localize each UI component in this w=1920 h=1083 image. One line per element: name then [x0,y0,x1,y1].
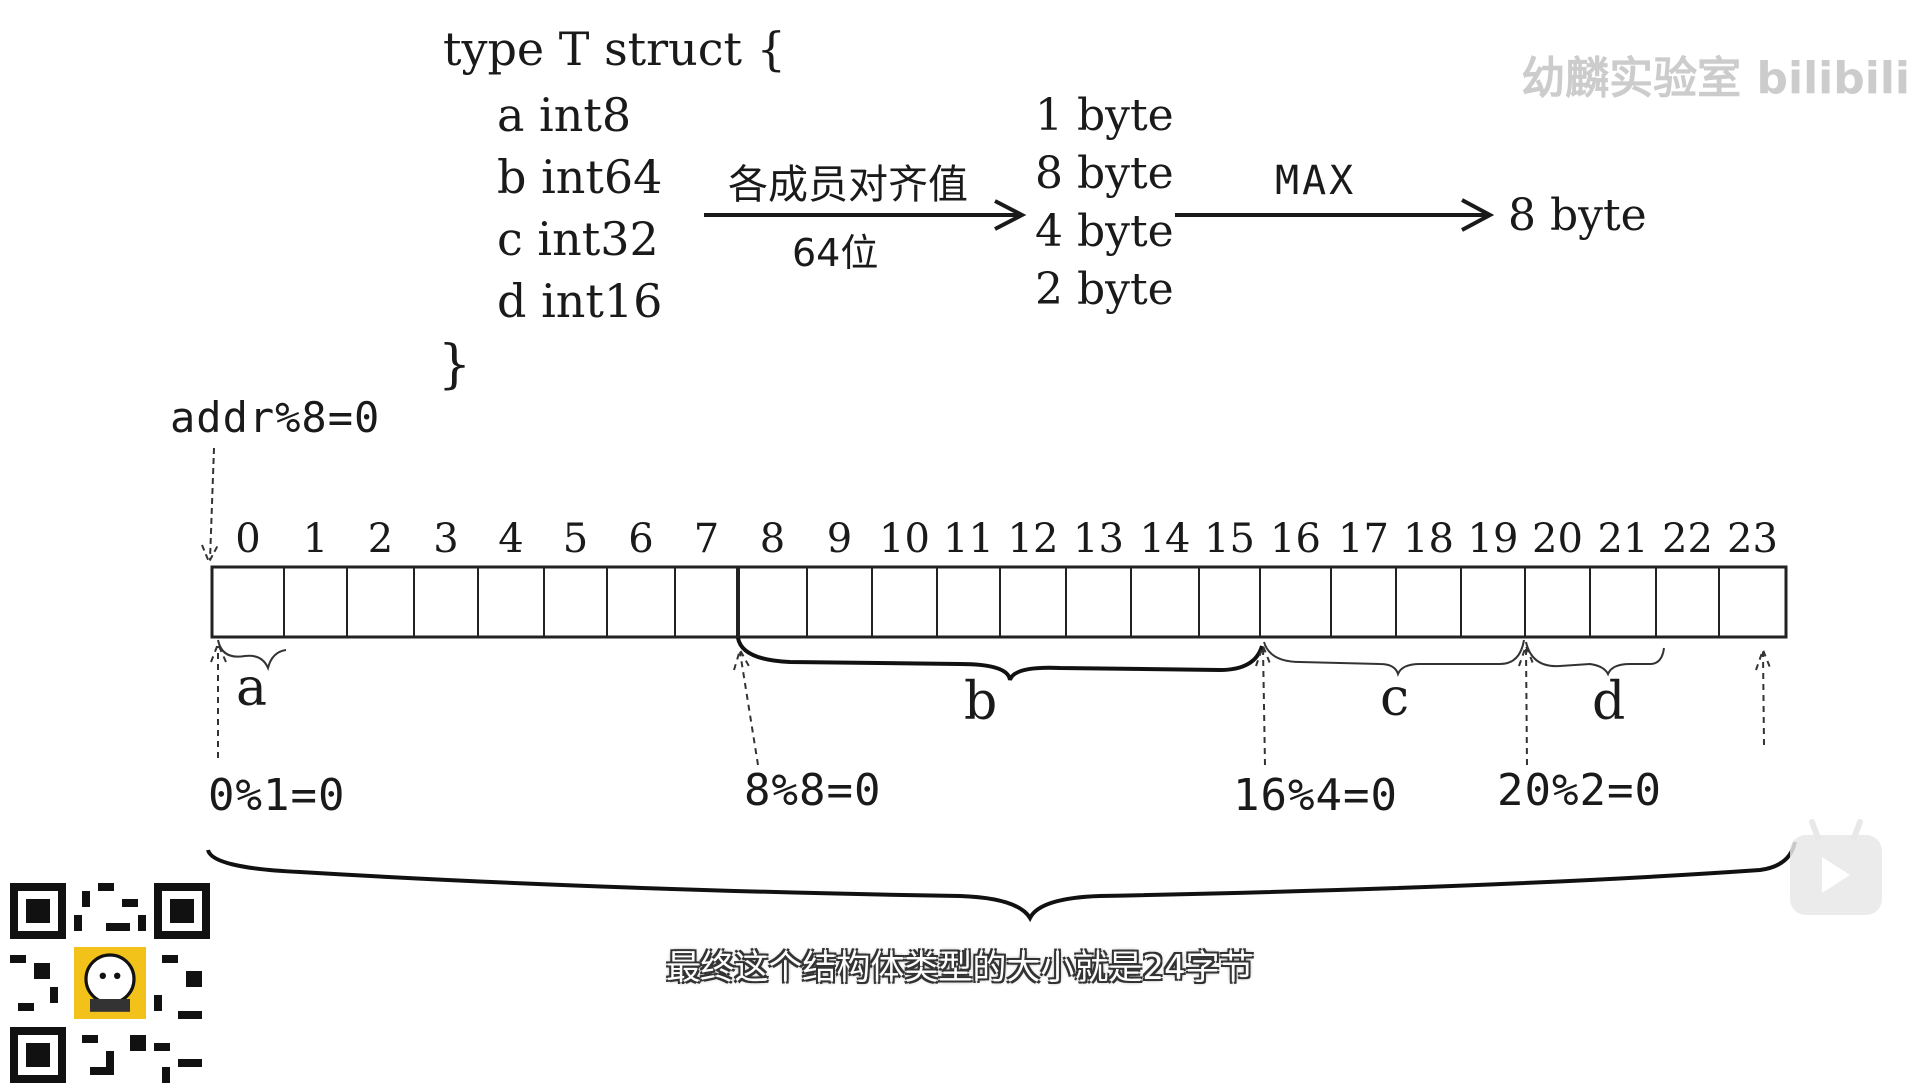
byte-index-label: 4 [498,516,524,562]
brace-c [1263,639,1525,678]
member-bytes-b: 8 byte [1035,148,1174,199]
byte-index-label: 1 [302,516,329,562]
byte-index-label: 22 [1662,516,1713,562]
byte-index-label: 14 [1139,516,1191,562]
byte-index-label: 5 [562,516,589,562]
pointer-d [1518,643,1535,766]
byte-index-label: 8 [759,516,786,562]
byte-index-label: 0 [235,516,261,562]
byte-index-label: 7 [693,516,720,562]
member-bytes-d: 2 byte [1035,264,1174,315]
byte-index-label: 12 [1007,516,1059,562]
member-bytes-a: 1 byte [1035,90,1174,141]
member-bytes-c: 4 byte [1035,206,1174,257]
byte-index-label: 18 [1403,516,1454,562]
brace-d [1525,641,1665,677]
brace-b [736,637,1264,681]
struct-close-brace: } [438,335,472,395]
byte-index-label: 20 [1532,516,1583,562]
struct-field-c: c int32 [497,212,659,266]
byte-index-label: 23 [1727,516,1778,562]
segment-label-d: d [1592,672,1626,732]
max-label: MAX [1275,158,1357,204]
condition-d: 20%2=0 [1497,765,1662,816]
qr-code-icon [10,883,210,1083]
pointer-b [733,647,759,766]
alignment-arrow [704,199,1027,231]
byte-index-label: 3 [433,516,459,562]
member-alignment-label: 各成员对齐值 [728,162,968,208]
segment-label-c: c [1380,668,1410,728]
condition-c: 16%4=0 [1233,770,1398,821]
start-address-arrow [201,447,219,565]
byte-index-label: 15 [1204,516,1255,562]
struct-header: type T struct { [443,22,786,76]
pointer-c [1255,643,1272,766]
play-icon[interactable] [1790,835,1882,915]
memory-cells [210,565,1788,639]
byte-index-label: 21 [1597,516,1649,562]
byte-index-label: 6 [628,516,654,562]
subtitle-caption: 最终这个结构体类型的大小就是24字节 [666,948,1254,988]
byte-index-label: 2 [367,516,394,562]
struct-field-b: b int64 [497,150,663,204]
channel-watermark: 幼麟实验室 bilibili [1521,53,1910,104]
arch-64bit-label: 64位 [792,231,879,275]
segment-label-a: a [236,658,268,718]
byte-index-label: 13 [1073,516,1124,562]
byte-index-label: 11 [943,516,994,562]
struct-field-d: d int16 [497,274,663,328]
byte-index-label: 10 [879,516,930,562]
pointer-a [210,641,227,758]
struct-alignment-result: 8 byte [1508,190,1647,241]
segment-label-b: b [964,672,998,732]
total-size-brace [206,841,1797,923]
byte-index-label: 17 [1338,516,1389,562]
brace-a [217,639,287,672]
struct-field-a: a int8 [497,88,632,142]
byte-index-label: 19 [1467,516,1519,562]
byte-index-label: 9 [826,516,853,562]
condition-b: 8%8=0 [744,765,882,816]
byte-index-label: 16 [1270,516,1321,562]
pointer-end [1755,647,1772,746]
condition-a: 0%1=0 [208,770,346,821]
start-address-condition: addr%8=0 [170,393,381,442]
max-arrow [1175,198,1495,232]
